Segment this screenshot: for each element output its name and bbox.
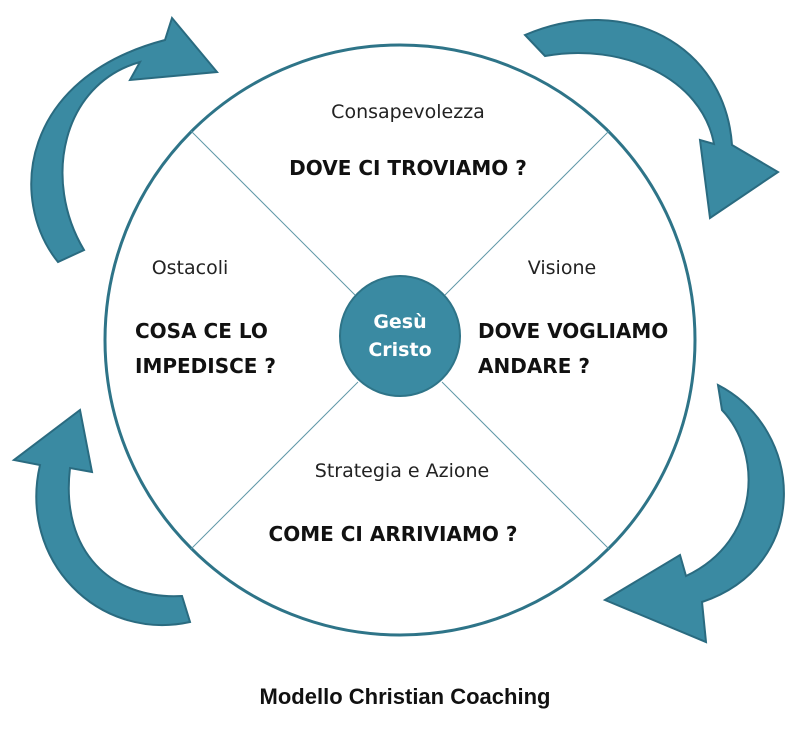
divider-top-left xyxy=(190,130,359,299)
quadrant-dividers xyxy=(190,130,610,550)
curved-arrow-bottom-right xyxy=(602,383,785,644)
question-bottom: COME CI ARRIVIAMO ? xyxy=(269,522,518,546)
curved-arrow-top-right xyxy=(523,19,780,220)
question-right-line2: ANDARE ? xyxy=(478,354,590,378)
divider-top-right xyxy=(441,130,610,299)
question-left-line1: COSA CE LO xyxy=(135,319,268,343)
question-left-line2: IMPEDISCE ? xyxy=(135,354,276,378)
curved-arrow-top-left xyxy=(30,15,219,264)
question-right-line1: DOVE VOGLIAMO xyxy=(478,319,668,343)
question-top: DOVE CI TROVIAMO ? xyxy=(289,156,527,180)
divider-bottom-right xyxy=(441,381,610,550)
label-visione: Visione xyxy=(528,257,596,279)
center-line1: Gesù xyxy=(373,311,426,333)
curved-arrow-bottom-left xyxy=(11,408,192,627)
label-ostacoli: Ostacoli xyxy=(152,257,229,279)
label-consapevolezza: Consapevolezza xyxy=(331,101,485,123)
diagram-caption: Modello Christian Coaching xyxy=(260,684,551,709)
label-strategia: Strategia e Azione xyxy=(315,460,489,482)
divider-bottom-left xyxy=(190,381,359,550)
center-line2: Cristo xyxy=(368,339,431,361)
center-circle xyxy=(339,275,461,397)
